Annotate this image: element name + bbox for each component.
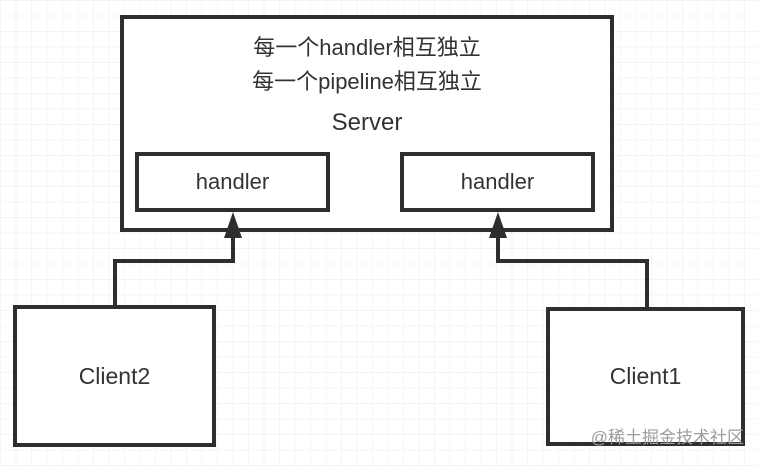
handler-left-label: handler [195,169,270,194]
client1-box: Client1 [546,307,745,446]
server-title: Server [331,109,403,136]
client2-box: Client2 [13,305,216,447]
server-note-line1: 每一个handler相互独立 [253,35,481,60]
watermark: @稀土掘金技术社区 [590,428,744,447]
handler-box-right: handler [400,152,595,212]
server-note-line2: 每一个pipeline相互独立 [252,69,482,94]
handler-box-left: handler [135,152,330,212]
client2-label: Client2 [78,362,151,389]
handler-right-label: handler [460,169,535,194]
client1-label: Client1 [609,363,682,389]
